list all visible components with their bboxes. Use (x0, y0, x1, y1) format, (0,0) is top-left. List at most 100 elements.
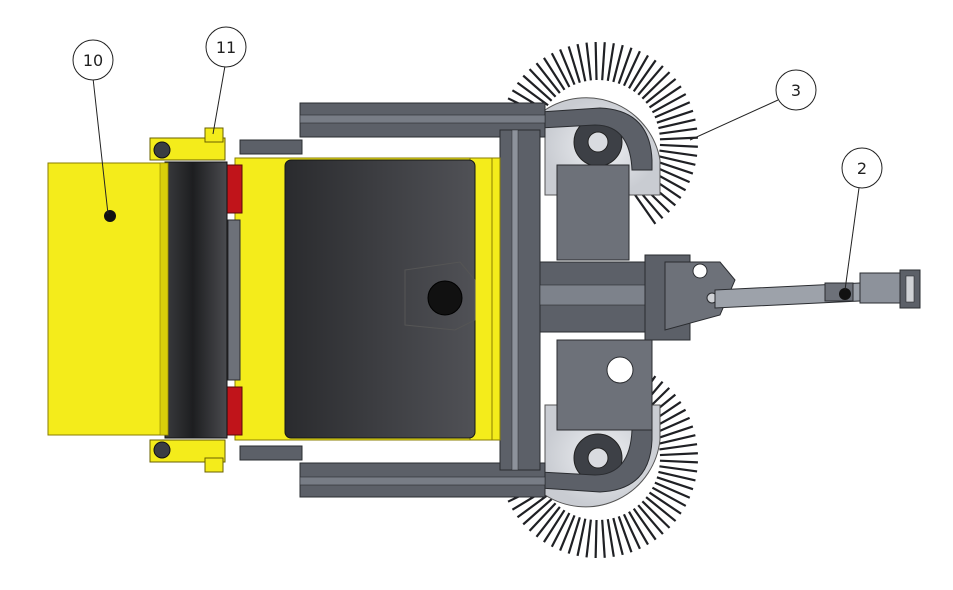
brush-bristle-top (641, 71, 671, 100)
draw-bar (664, 261, 921, 331)
front-conveyor (47, 161, 228, 439)
brush-bristle-bottom (606, 519, 615, 557)
callout-label-10: 10 (83, 51, 103, 70)
draw-bar-clevis-inner (905, 275, 915, 303)
balloon-11 (205, 26, 247, 68)
conveyor-belt (164, 161, 228, 439)
gearbox-bottom (556, 339, 653, 431)
brush-bristle-bottom (585, 519, 592, 558)
brush-bristle-top (656, 109, 694, 124)
brush-bristle-top (567, 46, 581, 84)
brush-bristle-bottom (659, 452, 698, 457)
brush-bristle-top (550, 52, 571, 88)
leader-3 (689, 99, 779, 141)
brush-bristle-bottom (648, 491, 682, 515)
brush-bristles-bottom (498, 375, 698, 558)
brush-bristle-bottom (658, 470, 696, 482)
brush-bristle-top (654, 165, 691, 184)
callout-2: 2 (841, 147, 883, 291)
brush-bristle-top (617, 47, 633, 84)
hopper-assembly (221, 157, 501, 441)
balloon-3 (775, 69, 817, 111)
brush-bristle-top (606, 43, 615, 81)
brush-bristle-top (528, 68, 557, 98)
draw-bar-dot (839, 288, 851, 300)
brush-bristle-bottom (659, 443, 698, 451)
brush-bristle-top (659, 149, 698, 157)
brush-bristle-bottom (641, 500, 671, 529)
brush-hub-bottom-inner (587, 447, 609, 469)
draw-bar-tube (714, 281, 881, 309)
hopper-hatch (404, 261, 476, 331)
frame-link-top (239, 139, 303, 155)
brush-bristle-bottom (654, 481, 691, 499)
brush-bristle-bottom (656, 476, 694, 491)
callout-10: 10 (72, 39, 114, 215)
frame-upright-left (499, 129, 541, 471)
draw-bar-end (859, 272, 906, 304)
brush-bristle-top (559, 49, 576, 86)
brush-bristle-bottom (659, 459, 698, 464)
frame-rail-bottom-inner (299, 476, 546, 486)
brush-bristle-bottom (645, 496, 677, 522)
brush-bristle-bottom (535, 506, 561, 538)
brush-bristle-bottom (658, 434, 696, 445)
brush-bristle-bottom (528, 502, 557, 532)
gearbox-top (556, 164, 630, 261)
belt-guide (227, 219, 241, 381)
brush-bristle-top (658, 155, 696, 166)
brush-bristle-top (522, 74, 553, 102)
brush-bristle-top (656, 160, 694, 175)
brush-bristle-bottom (594, 519, 598, 558)
brush-bristle-bottom (567, 516, 581, 554)
yellow-brackets (149, 127, 226, 473)
brush-bristle-top (632, 192, 657, 225)
front-panel-edge (159, 162, 169, 436)
brush-bristle-bottom (612, 517, 624, 556)
frame-rail-top-inner (299, 114, 546, 124)
callout-label-2: 2 (857, 159, 867, 178)
balloon-10 (72, 39, 114, 81)
callout-label-3: 3 (791, 81, 801, 100)
frame-crossbar-hl (539, 284, 656, 306)
brush-bristle-bottom (656, 425, 694, 440)
callout-11: 11 (205, 26, 247, 135)
brush-bristle-bottom (522, 498, 553, 526)
brush-bristle-bottom (543, 509, 566, 543)
bracket-top-roller (153, 141, 171, 159)
brush-bristle-top (651, 93, 687, 114)
leader-11 (212, 65, 226, 135)
brush-bristle-top (576, 43, 587, 82)
brush-hood-top (539, 107, 653, 171)
brush-bristle-top (535, 62, 561, 94)
hopper-drain (427, 280, 463, 316)
callout-label-11: 11 (216, 38, 236, 57)
brush-bristle-bottom (550, 512, 571, 548)
brush-bristle-top (658, 118, 696, 130)
brush-hub-top-inner (587, 131, 609, 153)
bracket-bottom-roller (153, 441, 171, 459)
brush-bristle-bottom (576, 518, 587, 557)
callout-3: 3 (689, 69, 817, 141)
brush-bristle-bottom (622, 513, 641, 550)
brush-bristle-bottom (651, 486, 687, 507)
brush-bristle-top (601, 42, 606, 81)
brush-bristle-bottom (654, 416, 691, 435)
brush-bristle-top (543, 57, 566, 91)
brush-bristle-bottom (516, 493, 549, 519)
brush-bristle-top (585, 42, 592, 81)
brush-bristle-top (659, 127, 698, 135)
brush-bristle-top (659, 136, 698, 141)
brush-bristle-top (645, 78, 677, 104)
side-brush-top (498, 42, 698, 225)
gearbox-port (606, 356, 634, 384)
brush-bristle-bottom (628, 511, 649, 546)
brush-bristle-bottom (637, 504, 664, 535)
leader-2 (844, 187, 860, 291)
brush-bristle-top (628, 54, 649, 89)
balloon-2 (841, 147, 883, 189)
main-frame (239, 102, 691, 498)
brush-bristle-bottom (617, 516, 633, 553)
brush-bristle-top (612, 44, 624, 83)
brush-bristle-top (648, 85, 682, 109)
